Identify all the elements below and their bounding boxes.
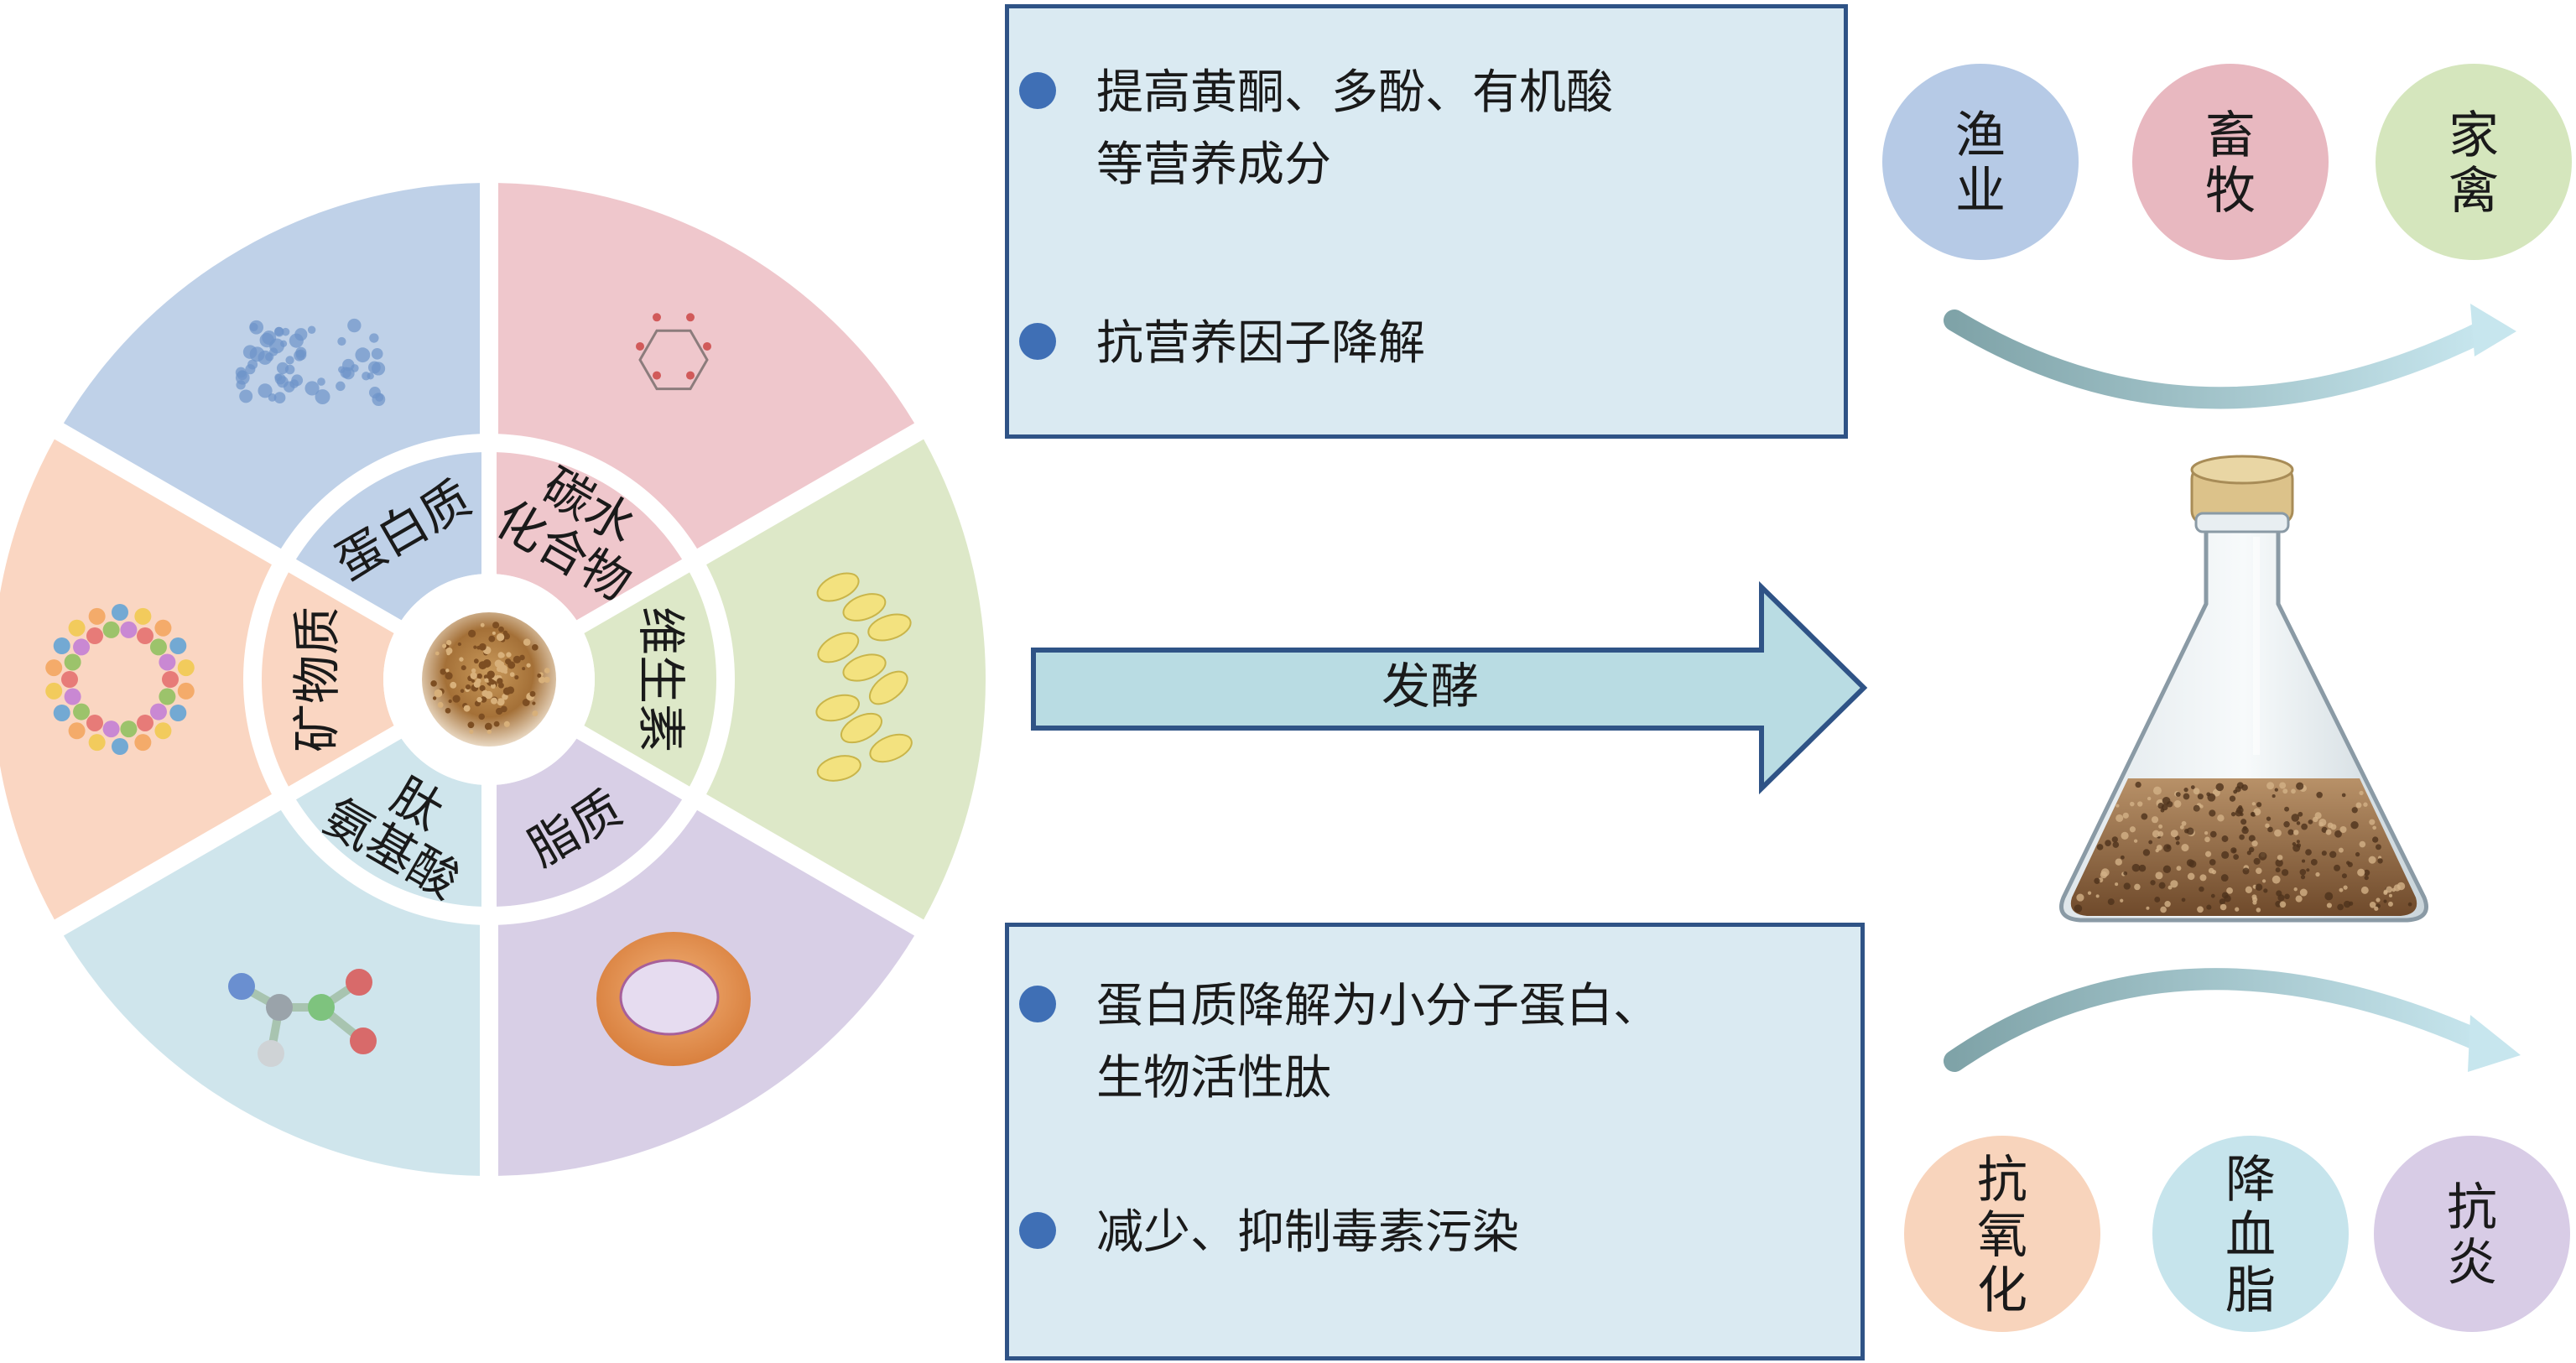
bottom-curved-arrow — [1954, 979, 2521, 1072]
benefit-label: 抗 — [1977, 1151, 2027, 1210]
effect-item: 提高黄酮、多酚、有机酸 等营养成分 — [1019, 57, 1613, 201]
benefit-label: 降 — [2225, 1151, 2276, 1210]
application-label: 禽 — [2449, 162, 2499, 221]
application-circle: 畜牧 — [2132, 64, 2329, 260]
bullet-dot-icon — [1019, 323, 1056, 360]
arrow-label: 发酵 — [1382, 658, 1479, 715]
benefit-label: 血 — [2225, 1206, 2276, 1265]
fermented-feed-in-flask — [2071, 778, 2417, 916]
application-circles: 渔业畜牧家禽 — [1882, 64, 2572, 260]
nutrient-wheel: 蛋白质碳水化合物维生素脂质肽氨基酸矿物质 — [0, 183, 986, 1176]
benefit-circles: 抗氧化降血脂抗炎 — [1904, 1136, 2570, 1332]
bullet-dot-icon — [1019, 72, 1056, 109]
benefit-circle: 降血脂 — [2152, 1136, 2349, 1332]
effect-item: 蛋白质降解为小分子蛋白、 生物活性肽 — [1019, 970, 1660, 1115]
application-label: 畜 — [2205, 107, 2256, 165]
application-label: 牧 — [2205, 162, 2256, 221]
erlenmeyer-flask-icon — [2062, 456, 2427, 920]
bullet-dot-icon — [1019, 986, 1056, 1022]
fermentation-effects-box-top: 提高黄酮、多酚、有机酸 等营养成分 抗营养因子降解 — [1005, 4, 1848, 439]
benefit-label: 化 — [1977, 1262, 2027, 1320]
benefit-label: 抗 — [2447, 1178, 2497, 1237]
bullet-dot-icon — [1019, 1212, 1056, 1249]
benefit-circle: 抗炎 — [2374, 1136, 2570, 1332]
effect-item: 减少、抑制毒素污染 — [1019, 1197, 1519, 1269]
application-circle: 渔业 — [1882, 64, 2079, 260]
liposome-icon — [596, 932, 751, 1066]
benefit-label: 脂 — [2225, 1262, 2276, 1320]
benefit-label: 氧 — [1977, 1206, 2027, 1265]
benefit-circle: 抗氧化 — [1904, 1136, 2100, 1332]
application-circle: 家禽 — [2376, 64, 2572, 260]
top-curved-arrow — [1954, 304, 2516, 398]
vitamin-label: 维生素 — [632, 606, 690, 752]
application-label: 渔 — [1955, 107, 2006, 165]
effect-item: 抗营养因子降解 — [1019, 308, 1425, 380]
fermentation-arrow: 发酵 — [1033, 587, 1864, 788]
fermentation-effects-box-bottom: 蛋白质降解为小分子蛋白、 生物活性肽 减少、抑制毒素污染 — [1005, 923, 1865, 1360]
benefit-label: 炎 — [2447, 1234, 2497, 1293]
mineral-label: 矿物质 — [289, 606, 346, 752]
application-label: 业 — [1955, 162, 2006, 221]
application-label: 家 — [2449, 107, 2499, 165]
